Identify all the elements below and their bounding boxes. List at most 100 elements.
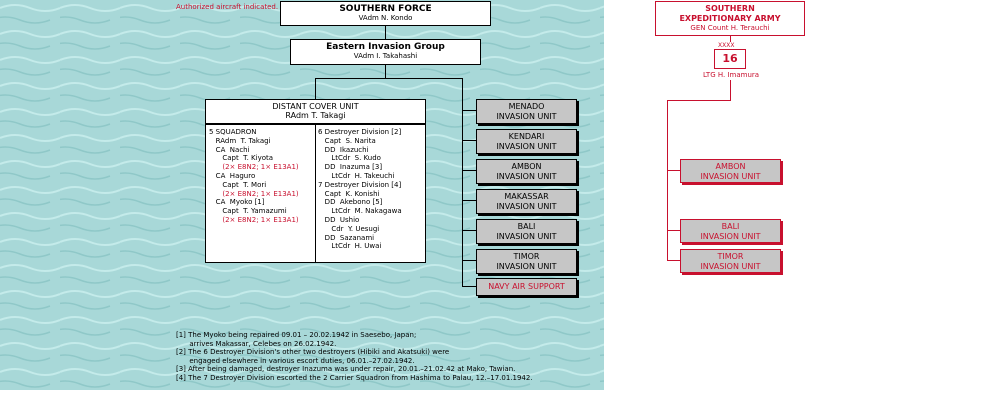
army-unit-commander: LTG H. Imamura [703,71,760,79]
roster-line: 7 Destroyer Division [4] [318,180,402,189]
roster-line: LtCdr H. Uwai [318,242,382,251]
connector-line [315,78,462,79]
unit-type: INVASION UNIT [496,232,557,241]
destroyer-column: 6 Destroyer Division [2] Capt S. Narita … [318,128,402,251]
unit-type: INVASION UNIT [496,262,557,271]
eastern-invasion-group-commander: VAdm I. Takahashi [353,52,418,60]
connector-line [462,200,476,201]
eastern-invasion-group-box: Eastern Invasion Group VAdm I. Takahashi [290,39,481,65]
unit-type: INVASION UNIT [700,232,761,241]
army-connector [667,100,668,260]
distant-cover-commander: RAdm T. Takagi [285,111,346,120]
distant-cover-details: 5 SQUADRON RAdm T. Takagi CA Nachi Capt … [205,124,426,263]
roster-line: DD Akebono [5] [318,198,383,207]
roster-line: RAdm T. Takagi [209,136,271,145]
army-connector [667,100,731,101]
roster-line: LtCdr H. Takeuchi [318,171,395,180]
army-title-line2: EXPEDITIONARY ARMY [679,14,781,23]
army-connector [667,260,680,261]
connector-line [462,230,476,231]
unit-name: TIMOR [717,252,744,261]
unit-type: INVASION UNIT [700,172,761,181]
army-connector [730,36,731,42]
squadron-column: 5 SQUADRON RAdm T. Takagi CA Nachi Capt … [209,128,299,225]
column-divider [315,125,316,262]
roster-line: LtCdr S. Kudo [318,154,381,163]
unit-name: AMBON [511,162,542,171]
army-commander: GEN Count H. Terauchi [690,24,770,32]
distant-cover-title: DISTANT COVER UNIT [272,102,359,111]
roster-line: CA Nachi [209,145,250,154]
unit-name: AMBON [715,162,746,171]
connector-line [462,286,476,287]
unit-name: MAKASSAR [504,192,549,201]
footnote-line: [2] The 6 Destroyer Division's other two… [176,348,450,357]
aircraft-complement: (2× E8N2; 1× E13A1) [209,215,299,224]
army-title-line1: SOUTHERN [705,4,755,13]
roster-line: CA Haguro [209,171,256,180]
roster-line: DD Inazuma [3] [318,163,383,172]
roster-line: DD Ikazuchi [318,145,369,154]
navy-air-support-label: NAVY AIR SUPPORT [488,282,565,291]
aircraft-complement: (2× E8N2; 1× E13A1) [209,189,299,198]
distant-cover-unit-box: DISTANT COVER UNIT RAdm T. Takagi [205,99,426,124]
roster-line: 5 SQUADRON [209,128,257,136]
unit-name: KENDARI [508,132,545,141]
footnotes: [1] The Myoko being repaired 09.01 – 20.… [176,331,533,383]
connector-line [462,110,476,111]
unit-type: INVASION UNIT [496,172,557,181]
roster-line: DD Ushio [318,215,360,224]
aircraft-complement: (2× E8N2; 1× E13A1) [209,163,299,172]
roster-line: LtCdr M. Nakagawa [318,207,402,216]
connector-line [315,78,316,99]
authorized-aircraft-note: Authorized aircraft indicated. [176,3,279,11]
roster-line: Capt S. Narita [318,136,376,145]
southern-force-title: SOUTHERN FORCE [339,4,432,14]
roster-line: Capt T. Mori [209,180,267,189]
roster-line: Cdr Y. Uesugi [318,224,380,233]
footnote-line: [4] The 7 Destroyer Division escorted th… [176,373,533,382]
connector-line [385,65,386,78]
footnote-line: [1] The Myoko being repaired 09.01 – 20.… [176,331,417,339]
army-unit-number: 16 [722,52,738,65]
connector-line [385,25,386,39]
connector-line [462,260,476,261]
army-connector [667,170,680,171]
echelon-marker: XXXX [718,42,735,49]
southern-force-commander: VAdm N. Kondo [358,14,413,22]
footnote-line: engaged elsewhere in various escort duti… [176,356,415,365]
connector-line [462,78,463,286]
roster-line: DD Sazanami [318,233,375,242]
southern-expeditionary-army-box: SOUTHERN EXPEDITIONARY ARMY GEN Count H.… [655,1,805,36]
army-connector [730,80,731,100]
roster-line: Capt K. Konishi [318,189,380,198]
unit-name: MENADO [508,102,545,111]
navy-air-support-box: NAVY AIR SUPPORT [476,278,577,296]
connector-line [462,170,476,171]
unit-type: INVASION UNIT [700,262,761,271]
southern-force-box: SOUTHERN FORCE VAdm N. Kondo [280,1,491,26]
roster-line: CA Myoko [1] [209,198,265,207]
footnote-line: [3] After being damaged, destroyer Inazu… [176,365,516,374]
unit-type: INVASION UNIT [496,142,557,151]
army-connector [667,230,680,231]
sixteenth-army-box: 16 [714,49,746,69]
connector-line [462,140,476,141]
unit-name: BALI [517,222,536,231]
unit-name: BALI [721,222,740,231]
roster-line: Capt T. Kiyota [209,154,274,163]
roster-line: 6 Destroyer Division [2] [318,128,402,136]
roster-line: Capt T. Yamazumi [209,207,287,216]
footnote-line: arrives Makassar, Celebes on 26.02.1942. [176,339,337,348]
unit-type: INVASION UNIT [496,112,557,121]
eastern-invasion-group-title: Eastern Invasion Group [326,42,445,52]
unit-name: TIMOR [513,252,540,261]
